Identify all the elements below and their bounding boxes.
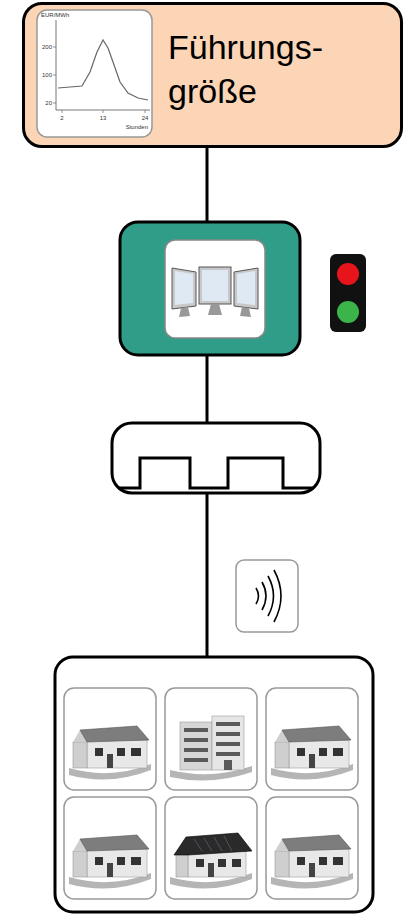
price-chart xyxy=(0,0,415,150)
consumer-group-box xyxy=(165,797,257,899)
monitor-icon xyxy=(240,307,251,317)
consumer-group-box xyxy=(266,688,358,790)
wireless-icon xyxy=(268,576,274,616)
wireless-icon xyxy=(256,588,259,604)
consumer-group-box xyxy=(69,726,151,779)
control-center-box xyxy=(165,240,265,338)
price-chart xyxy=(53,47,145,113)
node-title: Führungs- größe xyxy=(168,25,403,113)
signal-box xyxy=(112,423,320,493)
axis-label: Stunden xyxy=(126,124,148,130)
monitor-icon xyxy=(208,304,222,315)
consumer-group-box xyxy=(271,835,353,888)
monitor-icon xyxy=(237,271,255,305)
consumer-group-box xyxy=(69,835,151,888)
connector-line xyxy=(206,492,209,657)
monitor-icon xyxy=(234,268,258,309)
consumer-group-box xyxy=(170,716,252,781)
wireless-icon xyxy=(256,570,281,622)
wireless-icon xyxy=(262,582,266,610)
axis-label: 200 xyxy=(42,44,52,50)
connector-line xyxy=(206,354,209,425)
axis-label: 24 xyxy=(142,115,149,121)
price-chart xyxy=(58,40,148,100)
traffic-light xyxy=(330,254,366,332)
consumer-group-box xyxy=(266,797,358,899)
traffic-light xyxy=(337,301,359,323)
control-center-box xyxy=(120,222,300,355)
monitor-icon xyxy=(199,267,231,304)
monitor-icon xyxy=(172,268,196,309)
traffic-light xyxy=(330,254,366,332)
axis-label: 20 xyxy=(45,100,52,106)
axis-label: EUR/MWh xyxy=(41,12,69,18)
price-chart xyxy=(37,10,152,137)
monitor-icon xyxy=(179,307,190,317)
monitor-icon xyxy=(202,270,228,301)
connector-line xyxy=(206,147,209,224)
monitor-icon xyxy=(175,271,193,305)
consumer-group-box xyxy=(55,657,373,912)
consumer-group-box xyxy=(64,797,156,899)
wireless-icon xyxy=(236,560,298,632)
consumer-group-box xyxy=(64,688,156,790)
consumer-group-box xyxy=(55,657,373,912)
price-chart xyxy=(56,20,150,110)
wireless-icon xyxy=(236,560,298,632)
traffic-light xyxy=(337,263,359,285)
monitor-icon xyxy=(172,267,258,317)
axis-label: 100 xyxy=(42,72,52,78)
wireless-icon xyxy=(274,570,281,622)
consumer-group-box xyxy=(170,833,252,888)
consumer-group-box xyxy=(165,688,257,790)
axis-label: 2 xyxy=(60,115,63,121)
axis-label: 13 xyxy=(100,115,107,121)
price-chart xyxy=(37,10,152,137)
consumer-group-box xyxy=(64,688,358,899)
control-center-box xyxy=(120,222,300,355)
signal-box xyxy=(112,423,320,493)
consumer-group-box xyxy=(271,726,353,779)
signal-box xyxy=(118,458,314,488)
